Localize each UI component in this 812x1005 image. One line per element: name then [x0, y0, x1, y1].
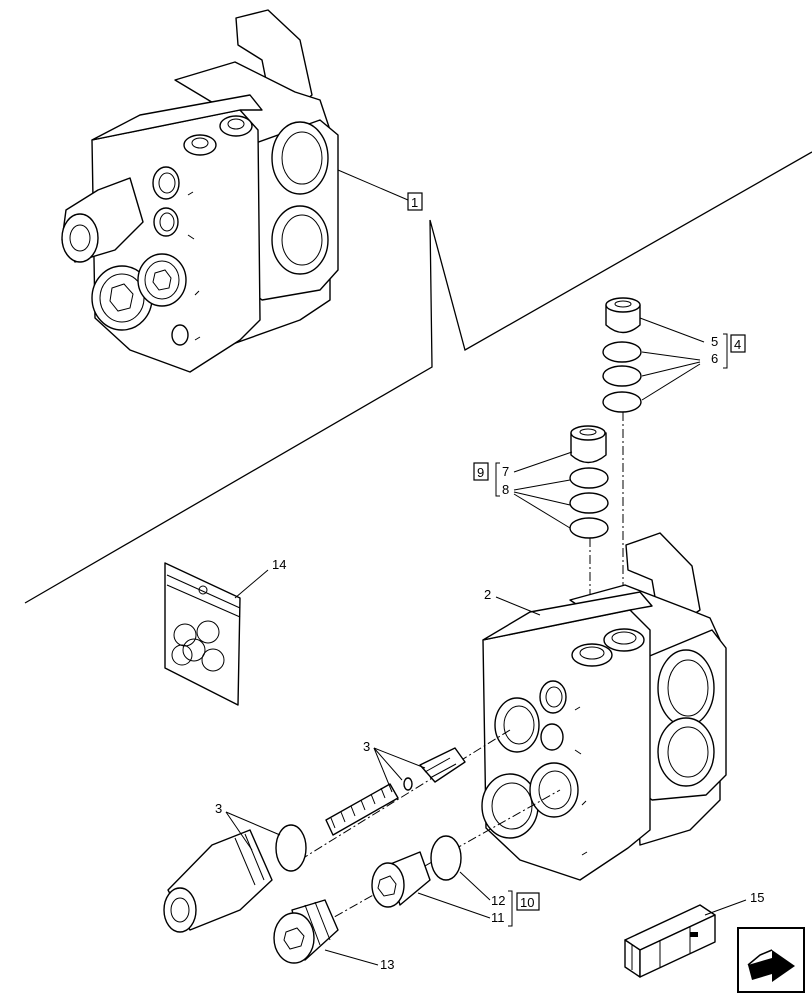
- svg-text:9: 9: [477, 465, 484, 480]
- callout-15: 15: [704, 890, 764, 916]
- callout-14: 14: [234, 557, 286, 599]
- callout-5-6-4: 5 6 4: [639, 317, 746, 401]
- svg-text:6: 6: [711, 351, 718, 366]
- svg-text:8: 8: [502, 482, 509, 497]
- svg-text:4: 4: [734, 337, 741, 352]
- callout-13: 13: [324, 949, 394, 972]
- svg-text:3: 3: [363, 739, 370, 754]
- next-page-button[interactable]: [737, 927, 805, 993]
- callout-9-7-8: 9 7 8: [473, 451, 573, 529]
- callout-3-lower: 3: [215, 801, 281, 851]
- valve-assembly-top: [61, 9, 339, 373]
- plug-13: [273, 899, 339, 964]
- shipping-crate-icon: [624, 904, 716, 978]
- svg-text:14: 14: [272, 557, 286, 572]
- svg-text:3: 3: [215, 801, 222, 816]
- seal-kit-bag-icon: [164, 562, 241, 706]
- svg-text:11: 11: [491, 910, 505, 925]
- callout-3-upper: 3: [363, 739, 426, 793]
- callout-11-12-10: 12 11 10: [417, 871, 540, 927]
- svg-text:1: 1: [411, 195, 418, 210]
- plug-5-with-orings: [602, 297, 642, 640]
- svg-text:5: 5: [711, 334, 718, 349]
- callout-2: 2: [484, 587, 541, 616]
- svg-text:10: 10: [520, 895, 534, 910]
- arrow-next-page-icon: [747, 949, 795, 982]
- svg-text:12: 12: [491, 893, 505, 908]
- svg-text:2: 2: [484, 587, 491, 602]
- callout-1: 1: [337, 169, 423, 211]
- svg-text:15: 15: [750, 890, 764, 905]
- plug-11-with-oring-12: [319, 789, 561, 926]
- cone-plug-assembly: [163, 829, 273, 933]
- poppet-spring-set: [275, 729, 511, 872]
- section-divider: [24, 151, 812, 604]
- svg-text:13: 13: [380, 957, 394, 972]
- valve-section-2: [481, 532, 727, 881]
- svg-text:7: 7: [502, 464, 509, 479]
